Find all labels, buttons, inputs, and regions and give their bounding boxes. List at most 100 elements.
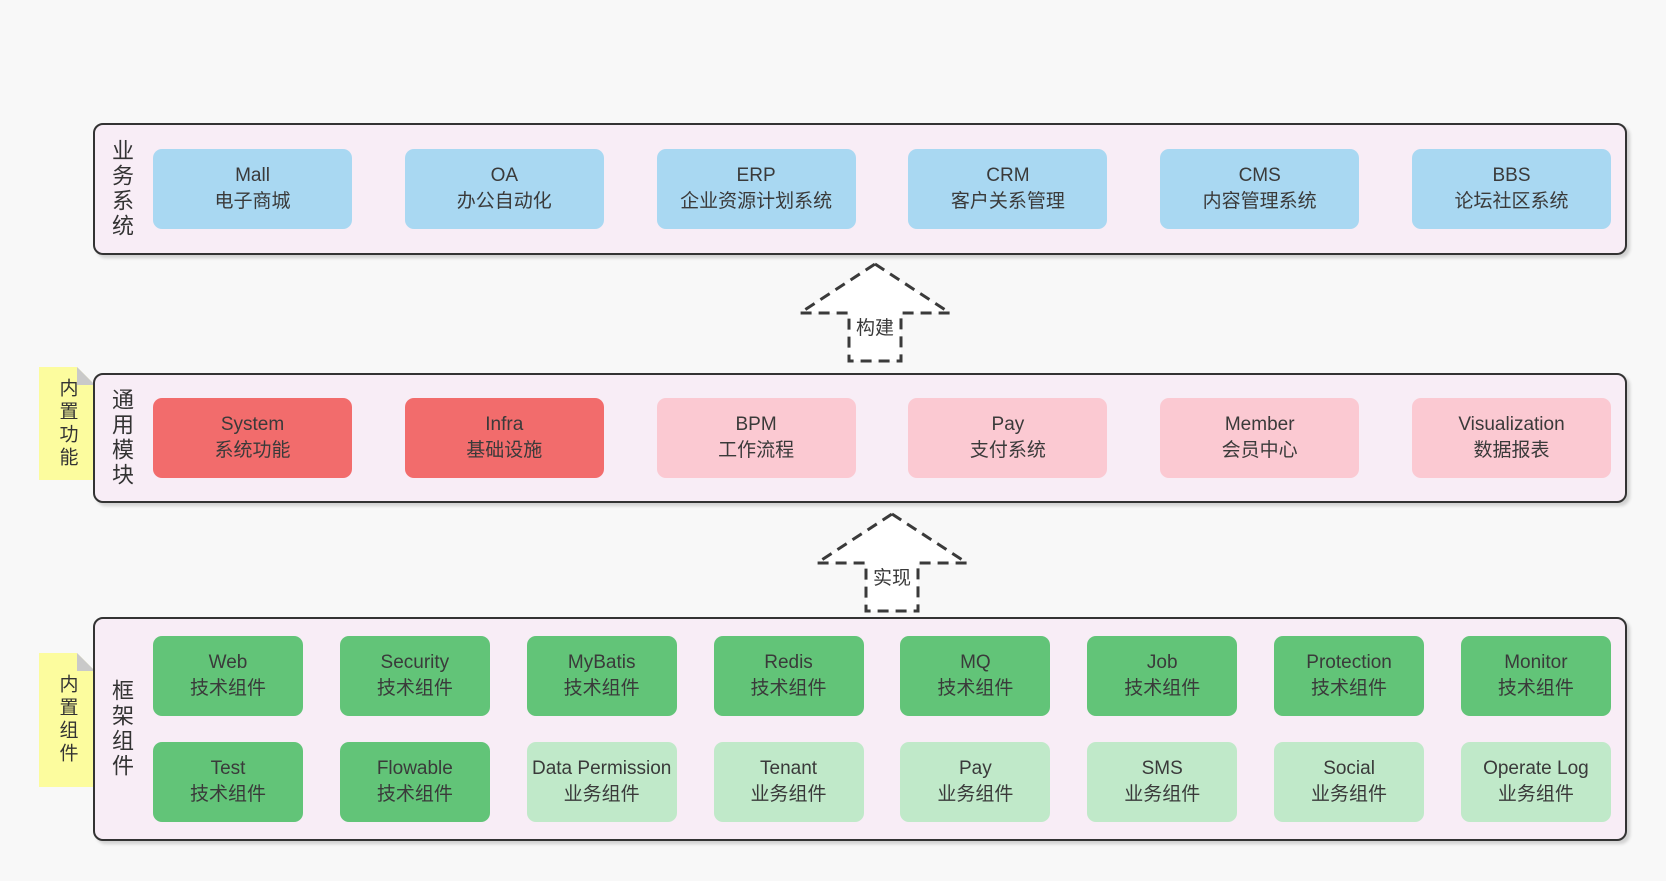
box-data-permission: Data Permission 业务组件 — [526, 742, 677, 822]
arrow-up-shape — [794, 262, 956, 363]
box-subtitle-zh: 系统功能 — [214, 440, 291, 461]
box-title-en: System — [220, 413, 285, 435]
business-boxes-row: Mall 电子商城 OA 办公自动化 ERP 企业资源计划系统 CRM 客户关系… — [147, 125, 1625, 253]
box-security: Security 技术组件 — [339, 636, 490, 716]
box-erp: ERP 企业资源计划系统 — [656, 149, 856, 229]
box-pay: Pay 支付系统 — [908, 398, 1108, 478]
box-mq: MQ 技术组件 — [900, 636, 1051, 716]
box-test: Test 技术组件 — [153, 742, 303, 822]
box-sms: SMS 业务组件 — [1087, 742, 1238, 822]
box-title-en: Flowable — [376, 757, 453, 779]
box-title-en: Job — [1146, 651, 1178, 673]
box-subtitle-zh: 客户关系管理 — [950, 191, 1065, 212]
box-title-en: Visualization — [1458, 413, 1565, 435]
box-subtitle-zh: 技术组件 — [189, 784, 266, 805]
box-title-en: BPM — [735, 413, 777, 435]
box-flowable: Flowable 技术组件 — [339, 742, 490, 822]
layer-common-modules: 通用模块 System 系统功能 Infra 基础设施 BPM 工作流程 Pay… — [93, 373, 1627, 503]
box-web: Web 技术组件 — [153, 636, 303, 716]
box-title-en: BBS — [1492, 164, 1531, 186]
sticky-note-builtin-features: 内置功能 — [39, 367, 95, 480]
box-system: System 系统功能 — [153, 398, 352, 478]
box-infra: Infra 基础设施 — [404, 398, 604, 478]
layer-label-framework-components: 框架组件 — [109, 679, 134, 779]
sticky-note-builtin-components: 内置组件 — [39, 653, 95, 787]
framework-row-1: Web 技术组件 Security 技术组件 MyBatis 技术组件 Redi… — [153, 636, 1611, 716]
box-title-en: Protection — [1306, 651, 1392, 673]
box-subtitle-zh: 业务组件 — [1124, 784, 1201, 805]
layer-business-systems: 业务系统 Mall 电子商城 OA 办公自动化 ERP 企业资源计划系统 CRM… — [93, 123, 1627, 255]
box-title-en: CMS — [1238, 164, 1281, 186]
box-subtitle-zh: 技术组件 — [1124, 678, 1201, 699]
box-subtitle-zh: 数据报表 — [1473, 440, 1550, 461]
box-protection: Protection 技术组件 — [1274, 636, 1425, 716]
box-subtitle-zh: 工作流程 — [718, 440, 795, 461]
box-title-en: Pay — [959, 757, 992, 779]
arrow-implement: 实现 — [811, 512, 973, 613]
layer-label-business-systems: 业务系统 — [109, 139, 134, 239]
box-title-en: MQ — [960, 651, 991, 673]
framework-boxes-grid: Web 技术组件 Security 技术组件 MyBatis 技术组件 Redi… — [147, 619, 1625, 839]
arrow-build: 构建 — [794, 262, 956, 363]
box-crm: CRM 客户关系管理 — [908, 149, 1108, 229]
box-subtitle-zh: 技术组件 — [937, 678, 1014, 699]
box-subtitle-zh: 技术组件 — [376, 678, 453, 699]
box-cms: CMS 内容管理系统 — [1160, 149, 1360, 229]
box-title-en: Tenant — [760, 757, 818, 779]
box-mall: Mall 电子商城 — [153, 149, 352, 229]
box-title-en: Pay — [991, 413, 1025, 435]
box-title-en: Redis — [764, 651, 813, 673]
box-monitor: Monitor 技术组件 — [1460, 636, 1611, 716]
box-subtitle-zh: 技术组件 — [1311, 678, 1388, 699]
framework-row-2: Test 技术组件 Flowable 技术组件 Data Permission … — [153, 742, 1611, 822]
box-bpm: BPM 工作流程 — [656, 398, 856, 478]
box-title-en: Mall — [235, 164, 270, 186]
box-title-en: Web — [208, 651, 248, 673]
box-subtitle-zh: 技术组件 — [1497, 678, 1574, 699]
box-subtitle-zh: 论坛社区系统 — [1454, 191, 1569, 212]
box-title-en: ERP — [736, 164, 776, 186]
arrow-label: 构建 — [856, 317, 894, 339]
arrow-label: 实现 — [873, 567, 911, 589]
box-title-en: OA — [490, 164, 519, 186]
layer-framework-components: 框架组件 Web 技术组件 Security 技术组件 MyBatis 技术组件… — [93, 617, 1627, 841]
sticky-note-label: 内置功能 — [56, 377, 78, 470]
box-mybatis: MyBatis 技术组件 — [526, 636, 677, 716]
box-title-en: Operate Log — [1483, 757, 1589, 779]
box-title-en: Infra — [485, 413, 524, 435]
box-subtitle-zh: 技术组件 — [750, 678, 827, 699]
box-title-en: Data Permission — [531, 757, 672, 779]
box-subtitle-zh: 业务组件 — [1311, 784, 1388, 805]
box-subtitle-zh: 技术组件 — [563, 678, 640, 699]
box-social: Social 业务组件 — [1274, 742, 1425, 822]
box-subtitle-zh: 业务组件 — [1497, 784, 1574, 805]
box-subtitle-zh: 办公自动化 — [456, 191, 552, 212]
arrow-up-shape — [811, 512, 973, 613]
box-title-en: Social — [1323, 757, 1375, 779]
box-subtitle-zh: 业务组件 — [937, 784, 1014, 805]
box-operate-log: Operate Log 业务组件 — [1460, 742, 1611, 822]
box-subtitle-zh: 企业资源计划系统 — [680, 191, 833, 212]
module-boxes-row: System 系统功能 Infra 基础设施 BPM 工作流程 Pay 支付系统… — [147, 375, 1625, 501]
box-subtitle-zh: 内容管理系统 — [1202, 191, 1317, 212]
box-bbs: BBS 论坛社区系统 — [1411, 149, 1611, 229]
box-tenant: Tenant 业务组件 — [713, 742, 864, 822]
box-title-en: MyBatis — [567, 651, 636, 673]
box-pay-business: Pay 业务组件 — [900, 742, 1051, 822]
box-subtitle-zh: 基础设施 — [466, 440, 543, 461]
box-title-en: Security — [380, 651, 450, 673]
box-member: Member 会员中心 — [1160, 398, 1360, 478]
box-subtitle-zh: 电子商城 — [214, 191, 291, 212]
box-oa: OA 办公自动化 — [404, 149, 604, 229]
box-title-en: SMS — [1141, 757, 1183, 779]
box-subtitle-zh: 会员中心 — [1221, 440, 1298, 461]
box-subtitle-zh: 支付系统 — [969, 440, 1046, 461]
box-title-en: Test — [210, 757, 246, 779]
layer-label-common-modules: 通用模块 — [109, 388, 134, 488]
box-subtitle-zh: 技术组件 — [189, 678, 266, 699]
box-redis: Redis 技术组件 — [713, 636, 864, 716]
box-title-en: Member — [1224, 413, 1295, 435]
box-job: Job 技术组件 — [1087, 636, 1238, 716]
sticky-note-label: 内置组件 — [56, 674, 78, 766]
